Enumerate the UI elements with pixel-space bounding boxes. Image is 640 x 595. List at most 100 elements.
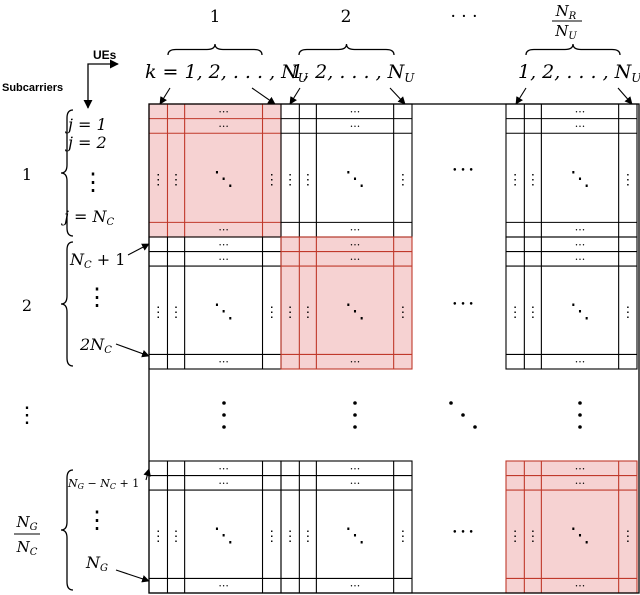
block-hdots: ···: [575, 120, 586, 133]
block-ddots: ⋱: [214, 298, 234, 322]
block-ddots: ⋱: [345, 522, 365, 546]
block-ddots: ⋱: [570, 166, 590, 190]
col-range-1-sub: U: [298, 71, 309, 85]
svg-text:NG: NG: [15, 513, 37, 533]
col-group-last-label: NR NU: [552, 2, 582, 42]
gap-vdot: [353, 425, 357, 429]
row-label-vdots-2: ⋮: [85, 283, 109, 311]
block-vdots: ⋮: [265, 528, 279, 544]
block-vdots: ⋮: [396, 172, 410, 188]
block-hdots: ···: [350, 224, 361, 237]
row-label-jNc: j = NC: [61, 207, 115, 228]
row-brace-3: [60, 469, 74, 591]
block-vdots: ⋮: [283, 172, 297, 188]
col-range-1: k = 1, 2, . . . , NU: [145, 61, 309, 85]
block-r2-c2: [280, 236, 413, 370]
row-label-Nc1-suffix: + 1: [92, 250, 126, 269]
block-hdots: ···: [575, 224, 586, 237]
col-range-2-text: 1, 2, . . . , N: [291, 61, 406, 83]
col-range-last-sub: U: [631, 71, 640, 85]
ues-label: UEs: [93, 48, 117, 62]
block-hdots: ···: [218, 105, 229, 118]
row-last-num-sub: G: [30, 522, 38, 533]
block-border: [280, 236, 413, 370]
block-vdots: ⋮: [621, 304, 635, 320]
block-hdots: ···: [218, 120, 229, 133]
column-braces: [167, 43, 621, 56]
column-brace-2: [298, 43, 395, 56]
block-hdots: ···: [218, 462, 229, 475]
gap-vdot: [222, 413, 226, 417]
row-label-NgNc1-text: N: [67, 477, 78, 490]
block-r3-c3: [505, 460, 638, 594]
highlight-block-1: [149, 104, 281, 237]
col-range-last-text: 1, 2, . . . , N: [518, 61, 633, 83]
gap-hdots: • • •: [452, 166, 474, 176]
col-last-num-sub: R: [568, 11, 577, 22]
gap-vdot: [353, 413, 357, 417]
block-hdots: ···: [575, 356, 586, 369]
block-vdots: ⋮: [621, 172, 635, 188]
gap-vdot: [222, 401, 226, 405]
row-group-ellipsis: ⋮: [16, 403, 38, 428]
block-vdots: ⋮: [508, 528, 522, 544]
block-hdots: ···: [218, 477, 229, 490]
block-vdots: ⋮: [151, 172, 165, 188]
block-hdots: ···: [350, 105, 361, 118]
row-label-Ng-text: N: [85, 553, 101, 572]
row-label-Ng: NG: [85, 553, 108, 574]
block-vdots: ⋮: [169, 304, 183, 320]
gap-ddot: [473, 425, 477, 429]
block-r2-c3: [505, 236, 638, 370]
row-group-2-label: 2: [22, 296, 32, 315]
col-last-den-sub: U: [568, 31, 577, 42]
row-last-den: N: [16, 538, 31, 556]
gap-ddot: [461, 413, 465, 417]
highlight-block-2: [281, 237, 412, 369]
gap-vdot: [578, 425, 582, 429]
block-vdots: ⋮: [265, 172, 279, 188]
arrow-col-last-end: [617, 87, 633, 105]
block-vdots: ⋮: [526, 304, 540, 320]
col-last-den: N: [554, 22, 569, 40]
block-hdots: ···: [350, 580, 361, 593]
arrow-row-2Nc: [115, 343, 150, 358]
block-hdots: ···: [575, 105, 586, 118]
block-vdots: ⋮: [283, 528, 297, 544]
gap-hdots: • • •: [452, 300, 474, 310]
block-vdots: ⋮: [301, 528, 315, 544]
highlight-block-3: [506, 461, 637, 593]
matrix-outer-frame: [148, 103, 640, 594]
block-vdots: ⋮: [508, 304, 522, 320]
arrow-col-2: [289, 87, 301, 105]
block-ddots: ⋱: [214, 522, 234, 546]
row-last-den-sub: C: [30, 547, 38, 558]
col-last-num: N: [555, 2, 570, 20]
gap-hdots: • • •: [452, 528, 474, 538]
subcarriers-label: Subcarriers: [2, 82, 63, 94]
col-group-ellipsis: · · ·: [450, 7, 477, 27]
gap-vdot: [222, 425, 226, 429]
block-ddots: ⋱: [345, 166, 365, 190]
row-label-jNc-sub: C: [107, 217, 115, 228]
svg-text:NU: NU: [554, 22, 577, 42]
arrow-row-Ng: [115, 569, 150, 583]
gap-ddot: [449, 401, 453, 405]
block-vdots: ⋮: [526, 172, 540, 188]
gap-vdot: [353, 401, 357, 405]
block-hdots: ···: [575, 253, 586, 266]
block-vdots: ⋮: [396, 304, 410, 320]
block-ddots: ⋱: [214, 166, 234, 190]
block-hdots: ···: [575, 462, 586, 475]
arrow-col-1-end: [251, 87, 276, 105]
block-hdots: ···: [350, 253, 361, 266]
block-hdots: ···: [575, 580, 586, 593]
block-vdots: ⋮: [396, 528, 410, 544]
axis-corner-arrow: [83, 59, 119, 109]
block-vdots: ⋮: [301, 304, 315, 320]
arrow-col-2-end: [389, 87, 406, 105]
gap-vdot: [578, 413, 582, 417]
block-hdots: ···: [218, 253, 229, 266]
svg-text:NR: NR: [555, 2, 577, 22]
block-vdots: ⋮: [301, 172, 315, 188]
